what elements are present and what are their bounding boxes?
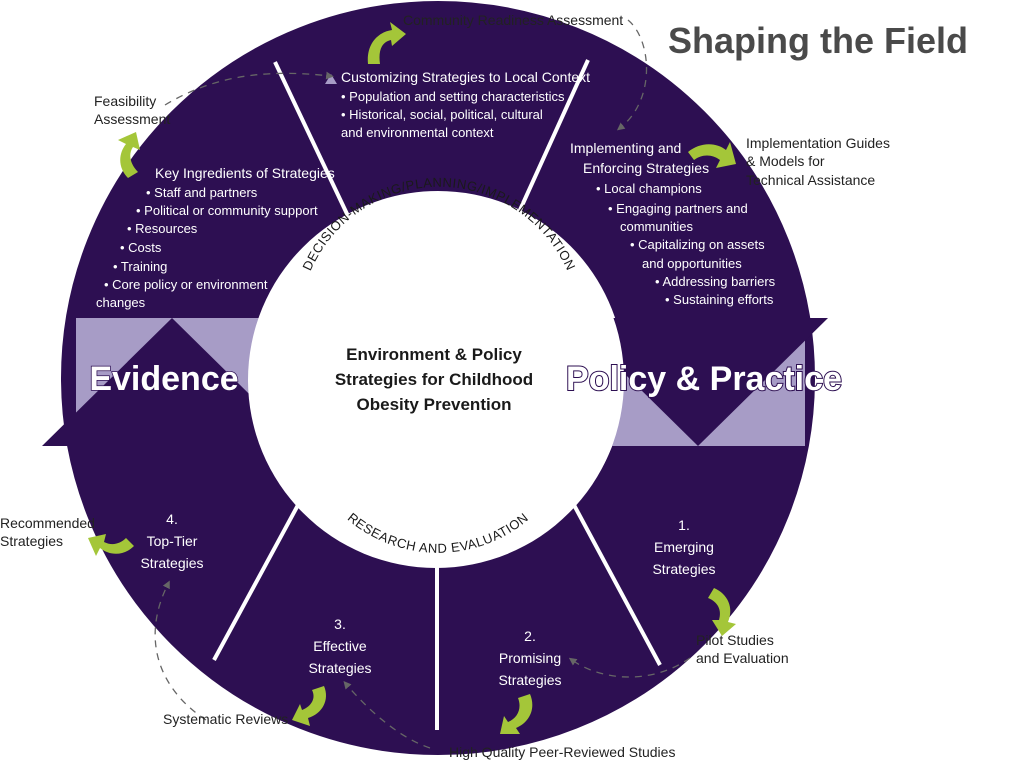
ingredients-bullet-5: • Training [113,259,167,274]
promising-number: 2. [524,628,536,644]
green-arrow-icon [688,142,736,168]
customizing-bullet-2: • Historical, social, political, cultura… [341,107,543,122]
recommended-label-1: Recommended [0,515,95,531]
top-tier-label-1: Top-Tier [147,533,198,549]
center-line-2: Strategies for Childhood [335,370,533,389]
feasibility-label-1: Feasibility [94,93,156,109]
customizing-bullet-1: • Population and setting characteristics [341,89,565,104]
emerging-label-1: Emerging [654,539,714,555]
feasibility-label-2: Assessment [94,111,170,127]
segment-top-tier: 4. Top-Tier Strategies [140,511,203,571]
effective-label-1: Effective [313,638,367,654]
guides-label-2: & Models for [746,153,825,169]
green-arrow-icon [500,694,533,734]
segment-emerging: 1. Emerging Strategies [652,517,715,577]
emerging-number: 1. [678,517,690,533]
peer-reviewed-label: High Quality Peer-Reviewed Studies [449,744,675,760]
implementing-title-2: Enforcing Strategies [583,160,709,176]
center-circle [248,192,624,568]
implementing-bullet-7: • Sustaining efforts [665,292,774,307]
emerging-label-2: Strategies [652,561,715,577]
pilot-label-1: Pilot Studies [696,632,774,648]
top-tier-number: 4. [166,511,178,527]
evidence-arrow-shaft [80,446,260,466]
green-arrow-icon [292,686,327,726]
ingredients-bullet-2: • Political or community support [136,203,318,218]
customizing-bullet-3: and environmental context [341,125,494,140]
segment-ingredients: Key Ingredients of Strategies • Staff an… [96,165,335,310]
effective-number: 3. [334,616,346,632]
ingredients-title: Key Ingredients of Strategies [155,165,335,181]
segment-customizing: Customizing Strategies to Local Context … [325,69,590,140]
community-readiness-label: Community Readiness Assessment [403,12,623,28]
segment-effective: 3. Effective Strategies [308,616,371,676]
green-arrow-icon [367,22,406,64]
ingredients-bullet-4: • Costs [120,240,162,255]
green-arrow-icon [118,132,140,178]
systematic-reviews-label: Systematic Reviews [163,711,288,727]
implementing-bullet-3: communities [620,219,693,234]
ingredients-bullet-7: changes [96,295,146,310]
implementing-bullet-5: and opportunities [642,256,742,271]
dashed-connectors [154,19,691,749]
center-line-1: Environment & Policy [346,345,522,364]
page-title: Shaping the Field [668,20,969,61]
implementing-bullet-2: • Engaging partners and [608,201,748,216]
pilot-label-2: and Evaluation [696,650,789,666]
green-arrow-icon [708,588,736,636]
segment-implementing: Implementing and Enforcing Strategies • … [570,140,776,307]
green-arrow-icon [88,534,134,556]
recommended-label-2: Strategies [0,533,63,549]
evidence-label: Evidence [89,360,238,398]
implementing-bullet-4: • Capitalizing on assets [630,237,765,252]
promising-label-1: Promising [499,650,561,666]
center-line-3: Obesity Prevention [357,395,512,414]
effective-label-2: Strategies [308,660,371,676]
evidence-arrow [42,318,302,460]
top-tier-label-2: Strategies [140,555,203,571]
implementing-title-1: Implementing and [570,140,681,156]
ingredients-bullet-6: • Core policy or environment [104,277,268,292]
ingredients-bullet-1: • Staff and partners [146,185,258,200]
green-arrows [88,22,736,734]
segment-dividers [212,59,662,730]
guides-label-1: Implementation Guides [746,135,890,151]
policy-practice-label: Policy & Practice [566,360,842,398]
implementing-bullet-1: • Local champions [596,181,702,196]
segment-promising: 2. Promising Strategies [498,628,561,688]
promising-label-2: Strategies [498,672,561,688]
customizing-title: Customizing Strategies to Local Context [341,69,590,85]
implementing-bullet-6: • Addressing barriers [655,274,776,289]
ingredients-bullet-3: • Resources [127,221,198,236]
policy-arrow [568,318,828,446]
guides-label-3: Technical Assistance [746,172,875,188]
